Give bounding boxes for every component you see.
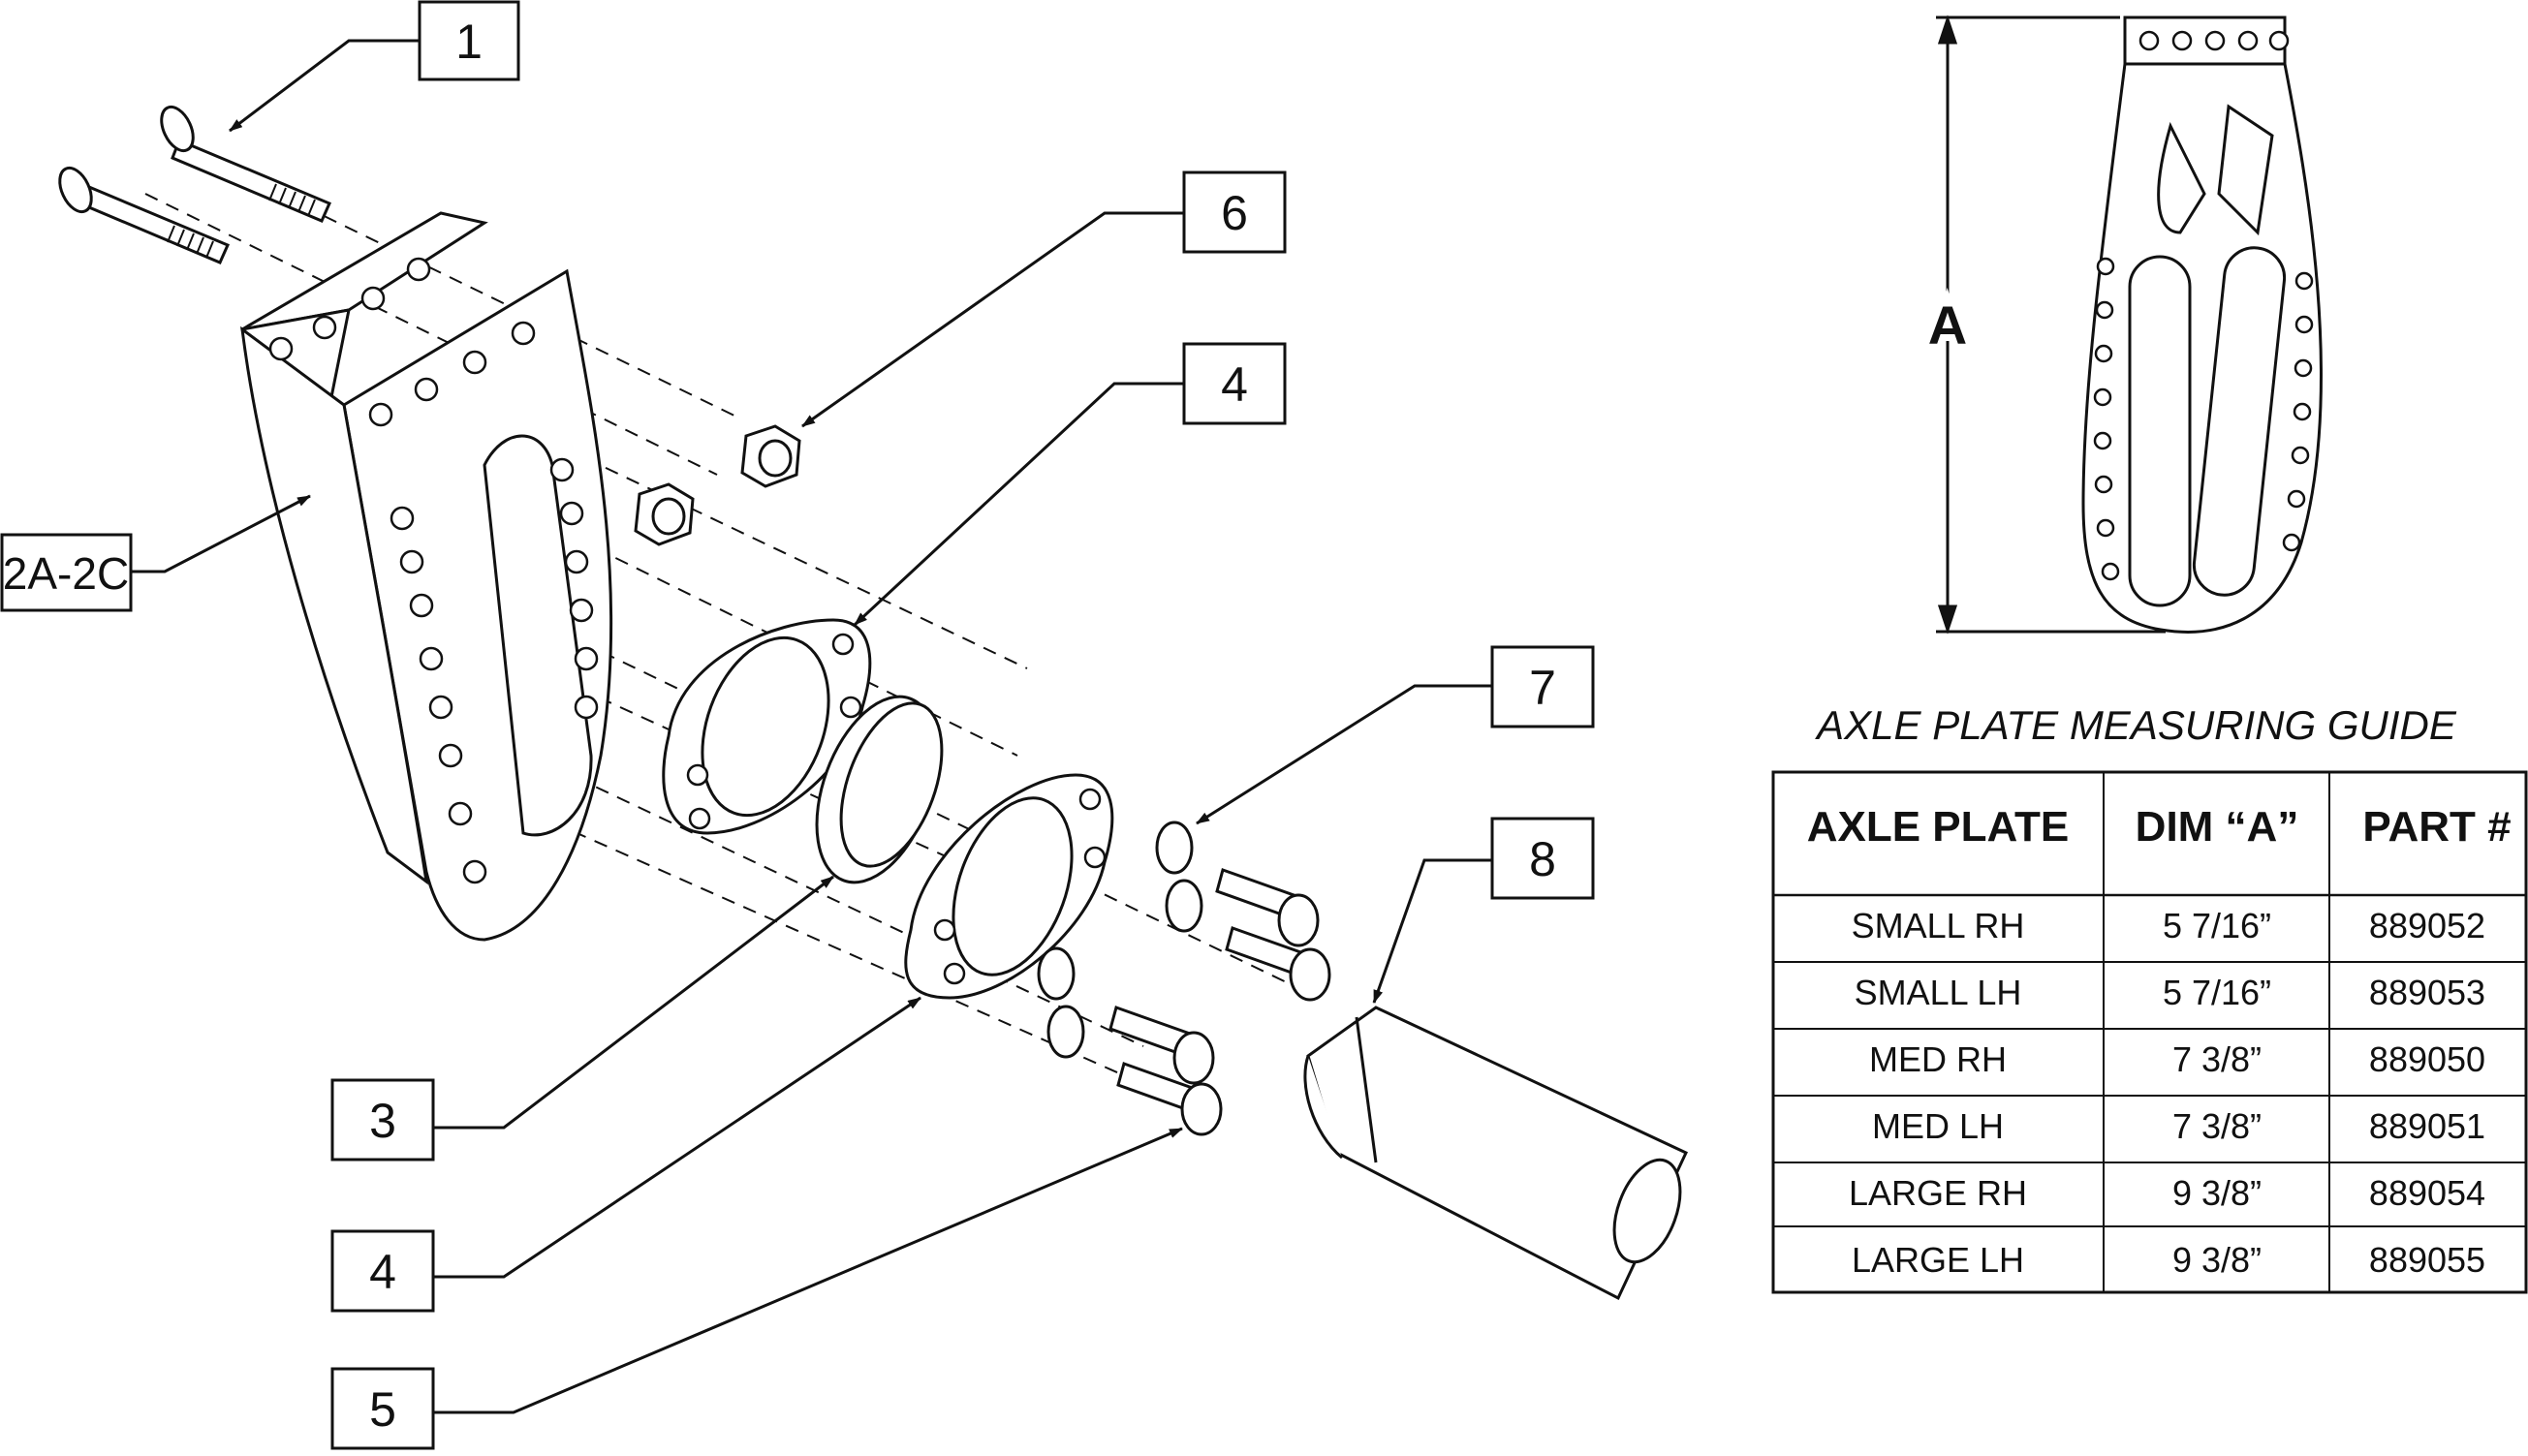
table-cell-plate: SMALL RH	[1852, 906, 2025, 945]
table-row: MED LH 7 3/8” 889051	[1872, 1106, 2485, 1146]
table-cell-plate: SMALL LH	[1855, 973, 2022, 1012]
table-row: SMALL RH 5 7/16” 889052	[1852, 906, 2485, 945]
table-cell-part: 889051	[2369, 1106, 2485, 1146]
callout-6-label: 6	[1221, 186, 1248, 240]
callout-3: 3	[330, 875, 834, 1162]
measuring-guide-table: AXLE PLATE DIM “A” PART # SMALL RH 5 7/1…	[1771, 770, 2528, 1294]
bearing-flange-plate	[904, 773, 1114, 1000]
callout-4-upper-label: 4	[1221, 357, 1248, 412]
table-row: SMALL LH 5 7/16” 889053	[1855, 973, 2485, 1012]
callout-1: 1	[229, 0, 520, 133]
callout-5: 5	[330, 1127, 1183, 1450]
table-cell-dim: 5 7/16”	[2163, 973, 2271, 1012]
callout-8: 8	[1372, 817, 1595, 1004]
callout-2A-2C-label: 2A-2C	[3, 548, 129, 599]
table-cell-plate: MED LH	[1872, 1106, 2004, 1146]
callout-8-label: 8	[1529, 832, 1556, 886]
axle-plate-bracket	[240, 211, 613, 942]
callout-4-upper: 4	[853, 342, 1287, 627]
table-cell-plate: LARGE RH	[1849, 1173, 2027, 1213]
callout-3-label: 3	[369, 1094, 396, 1148]
bearing-ring	[815, 695, 944, 884]
axle-pin-part	[160, 105, 331, 223]
callout-2A-2C: 2A-2C	[0, 494, 311, 612]
table-cell-dim: 7 3/8”	[2172, 1039, 2262, 1079]
table-header-axle-plate: AXLE PLATE	[1807, 803, 2070, 851]
lock-nut-part	[740, 424, 801, 488]
measuring-guide-plate	[2081, 15, 2323, 634]
washer-and-screw-set	[1037, 946, 1223, 1136]
table-cell-plate: MED RH	[1869, 1039, 2007, 1079]
table-row: LARGE LH 9 3/8” 889055	[1852, 1240, 2485, 1280]
table-row: LARGE RH 9 3/8” 889054	[1849, 1173, 2485, 1213]
table-cell-dim: 7 3/8”	[2172, 1106, 2262, 1146]
table-cell-part: 889054	[2369, 1173, 2485, 1213]
dimension-a-label: A	[1928, 294, 1967, 356]
callout-1-label: 1	[455, 15, 483, 69]
table-cell-dim: 5 7/16”	[2163, 906, 2271, 945]
axle-pin-part	[58, 166, 230, 264]
table-cell-part: 889055	[2369, 1240, 2485, 1280]
callout-7: 7	[1196, 645, 1595, 825]
callout-4-lower-label: 4	[369, 1245, 396, 1299]
measuring-guide-title: AXLE PLATE MEASURING GUIDE	[1814, 702, 2457, 748]
axle-sleeve	[1303, 1006, 1688, 1301]
table-cell-dim: 9 3/8”	[2172, 1240, 2262, 1280]
table-row: MED RH 7 3/8” 889050	[1869, 1039, 2485, 1079]
table-cell-plate: LARGE LH	[1852, 1240, 2024, 1280]
table-cell-part: 889050	[2369, 1039, 2485, 1079]
dimension-a-indicator	[1936, 15, 2166, 635]
bearing-flange-plate	[662, 618, 872, 835]
table-cell-part: 889052	[2369, 906, 2485, 945]
table-header-part-number: PART #	[2362, 803, 2511, 851]
table-header-dim-a: DIM “A”	[2136, 803, 2299, 851]
table-cell-dim: 9 3/8”	[2172, 1173, 2262, 1213]
callout-7-label: 7	[1529, 661, 1556, 715]
callout-4-lower: 4	[330, 996, 921, 1313]
lock-nut-part	[634, 482, 695, 546]
callout-6: 6	[801, 170, 1287, 428]
callout-5-label: 5	[369, 1382, 396, 1437]
washer-and-screw-set	[1155, 821, 1331, 1002]
table-cell-part: 889053	[2369, 973, 2485, 1012]
